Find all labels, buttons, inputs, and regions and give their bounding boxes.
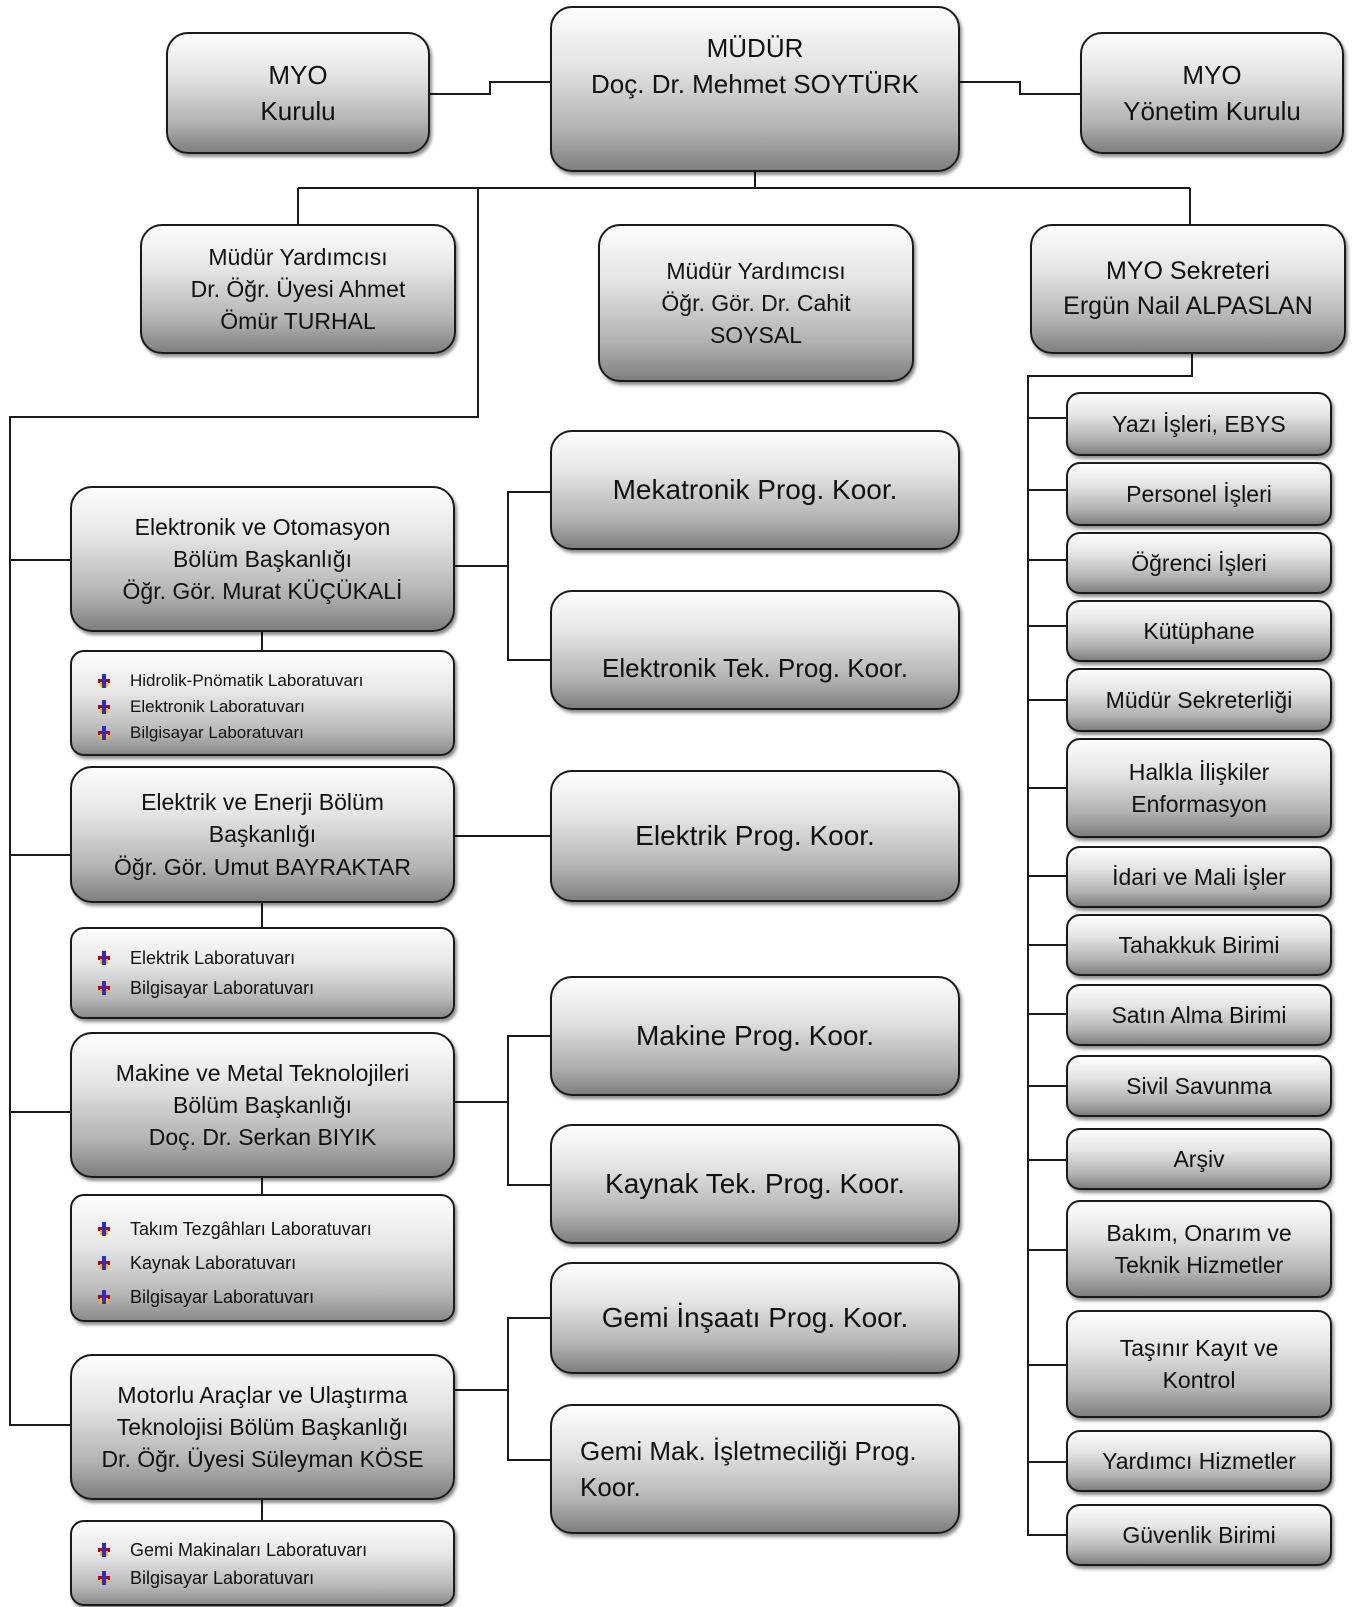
department-machine-metal: Makine ve Metal Teknolojileri Bölüm Başk… (70, 1032, 455, 1178)
deputy2-line3: SOYSAL (709, 322, 803, 349)
dept-line: Doç. Dr. Serkan BIYIK (148, 1124, 377, 1151)
bullet-icon (96, 725, 112, 741)
unit-accrual: Tahakkuk Birimi (1066, 914, 1332, 976)
council-line1: MYO (268, 59, 328, 90)
bullet-icon (96, 1221, 112, 1237)
deputy2-line1: Müdür Yardımcısı (666, 257, 846, 284)
lab-list-electronics: Hidrolik-Pnömatik Laboratuvarı Elektroni… (70, 650, 455, 756)
dept-line: Teknolojisi Bölüm Başkanlığı (116, 1413, 409, 1440)
unit-archive: Arşiv (1066, 1128, 1332, 1190)
unit-director-secretariat: Müdür Sekreterliği (1066, 668, 1332, 732)
unit-civil-defense: Sivil Savunma (1066, 1055, 1332, 1117)
secretary-line2: Ergün Nail ALPASLAN (1063, 292, 1313, 320)
secretary-line1: MYO Sekreteri (1106, 257, 1270, 285)
lab-item: Elektrik Laboratuvarı (96, 943, 453, 973)
lab-item: Bilgisayar Laboratuvarı (96, 973, 453, 1003)
board-line1: MYO (1182, 59, 1242, 90)
myo-board-box: MYO Yönetim Kurulu (1080, 32, 1344, 154)
bullet-icon (96, 1570, 112, 1586)
lab-item: Gemi Makinaları Laboratuvarı (96, 1536, 453, 1564)
lab-item: Hidrolik-Pnömatik Laboratuvarı (96, 668, 453, 694)
unit-admin-financial: İdari ve Mali İşler (1066, 846, 1332, 908)
unit-library: Kütüphane (1066, 600, 1332, 662)
department-motor-vehicles: Motorlu Araçlar ve Ulaştırma Teknolojisi… (70, 1354, 455, 1500)
dept-line: Makine ve Metal Teknolojileri (115, 1059, 410, 1086)
council-line2: Kurulu (260, 96, 336, 126)
lab-item: Elektronik Laboratuvarı (96, 694, 453, 720)
lab-item: Bilgisayar Laboratuvarı (96, 720, 453, 746)
program-electronics-tech: Elektronik Tek. Prog. Koor. (550, 590, 960, 710)
unit-personnel: Personel İşleri (1066, 462, 1332, 526)
program-marine-engineering: Gemi Mak. İşletmeciliği Prog. Koor. (550, 1404, 960, 1534)
lab-list-electric: Elektrik Laboratuvarı Bilgisayar Laborat… (70, 927, 455, 1019)
bullet-icon (96, 1255, 112, 1271)
unit-student-affairs: Öğrenci İşleri (1066, 532, 1332, 594)
bullet-icon (96, 699, 112, 715)
myo-secretary-box: MYO Sekreteri Ergün Nail ALPASLAN (1030, 224, 1346, 354)
department-electronics-automation: Elektronik ve Otomasyon Bölüm Başkanlığı… (70, 486, 455, 632)
dept-line: Öğr. Gör. Umut BAYRAKTAR (114, 853, 411, 880)
bullet-icon (96, 950, 112, 966)
dept-line: Bölüm Başkanlığı (173, 1091, 352, 1118)
lab-item: Takım Tezgâhları Laboratuvarı (96, 1212, 453, 1246)
bullet-icon (96, 1289, 112, 1305)
dept-line: Motorlu Araçlar ve Ulaştırma (117, 1381, 408, 1408)
dept-line: Başkanlığı (208, 821, 317, 848)
deputy2-line2: Öğr. Gör. Dr. Cahit (661, 289, 851, 316)
program-machine: Makine Prog. Koor. (550, 976, 960, 1096)
unit-purchasing: Satın Alma Birimi (1066, 984, 1332, 1046)
dept-line: Dr. Öğr. Üyesi Süleyman KÖSE (101, 1446, 424, 1473)
program-mechatronics: Mekatronik Prog. Koor. (550, 430, 960, 550)
lab-list-machine: Takım Tezgâhları Laboratuvarı Kaynak Lab… (70, 1194, 455, 1322)
deputy-director-1-box: Müdür Yardımcısı Dr. Öğr. Üyesi Ahmet Öm… (140, 224, 456, 354)
board-line2: Yönetim Kurulu (1123, 96, 1301, 126)
dept-line: Öğr. Gör. Murat KÜÇÜKALİ (122, 578, 403, 605)
lab-item: Bilgisayar Laboratuvarı (96, 1564, 453, 1592)
director-name: Doç. Dr. Mehmet SOYTÜRK (591, 69, 919, 100)
deputy1-line2: Dr. Öğr. Üyesi Ahmet (190, 275, 406, 302)
lab-item: Bilgisayar Laboratuvarı (96, 1280, 453, 1314)
program-shipbuilding: Gemi İnşaatı Prog. Koor. (550, 1262, 960, 1374)
unit-security: Güvenlik Birimi (1066, 1504, 1332, 1566)
director-title: MÜDÜR (706, 33, 804, 63)
myo-council-box: MYO Kurulu (166, 32, 430, 154)
deputy-director-2-box: Müdür Yardımcısı Öğr. Gör. Dr. Cahit SOY… (598, 224, 914, 382)
bullet-icon (96, 1542, 112, 1558)
unit-correspondence-ebys: Yazı İşleri, EBYS (1066, 392, 1332, 456)
program-welding-tech: Kaynak Tek. Prog. Koor. (550, 1124, 960, 1244)
director-box: MÜDÜR Doç. Dr. Mehmet SOYTÜRK (550, 6, 960, 172)
dept-line: Elektronik ve Otomasyon (134, 513, 391, 540)
deputy1-line3: Ömür TURHAL (220, 308, 376, 335)
unit-support-services: Yardımcı Hizmetler (1066, 1430, 1332, 1492)
dept-line: Elektrik ve Enerji Bölüm (141, 789, 384, 816)
bullet-icon (96, 980, 112, 996)
program-electric: Elektrik Prog. Koor. (550, 770, 960, 902)
deputy1-line1: Müdür Yardımcısı (208, 243, 388, 270)
dept-line: Bölüm Başkanlığı (173, 545, 352, 572)
lab-item: Kaynak Laboratuvarı (96, 1246, 453, 1280)
lab-list-motor-vehicles: Gemi Makinaları Laboratuvarı Bilgisayar … (70, 1520, 455, 1606)
department-electric-energy: Elektrik ve Enerji Bölüm Başkanlığı Öğr.… (70, 766, 455, 903)
bullet-icon (96, 673, 112, 689)
